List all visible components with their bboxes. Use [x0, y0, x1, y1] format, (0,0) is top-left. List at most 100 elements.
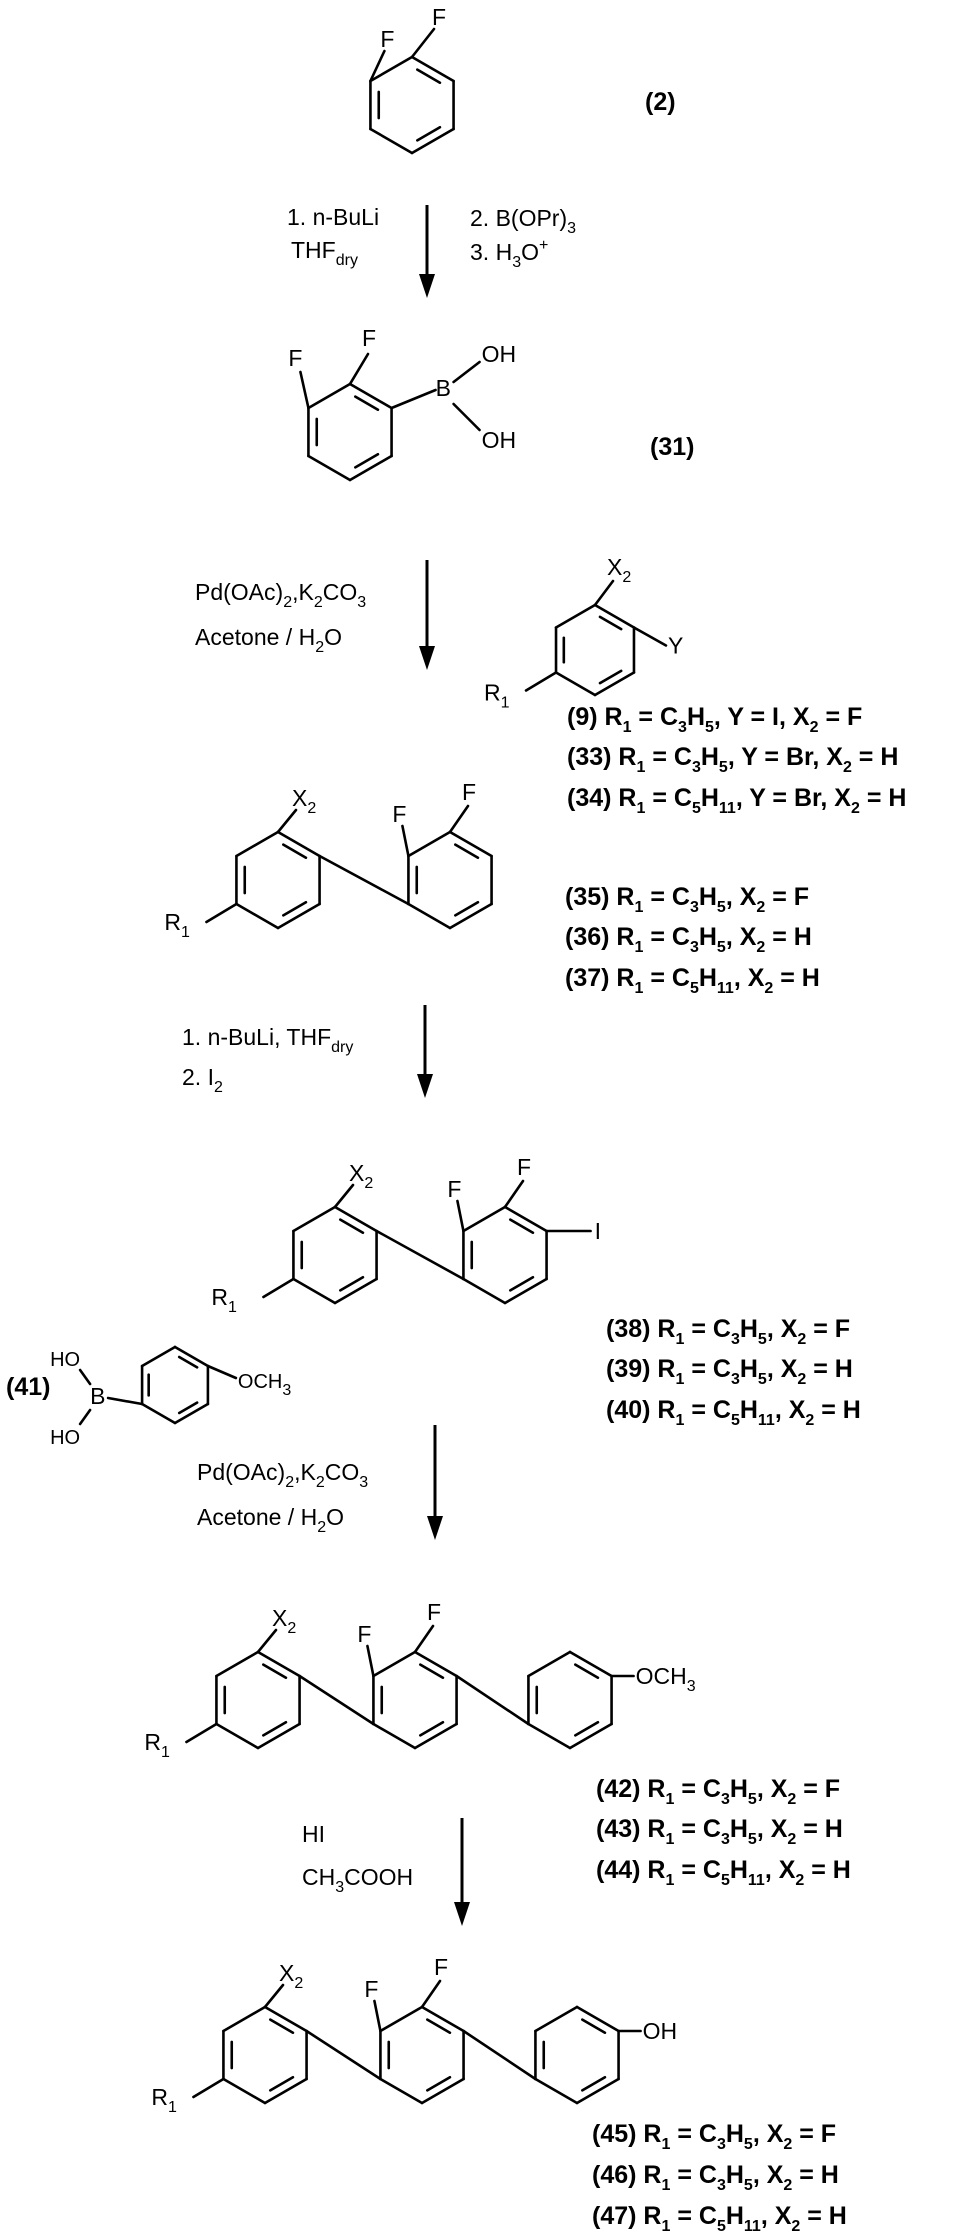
step5-acid: CH3​COOH	[302, 1864, 413, 1896]
step2-catalyst: Pd(OAc)2​,K2​CO3​	[195, 579, 366, 611]
methoxy-group: OCH3​	[636, 1663, 696, 1695]
r1-label: R1​	[151, 2084, 177, 2116]
c-x-bond	[593, 579, 615, 607]
hydroxyl-group: HO	[50, 1349, 80, 1371]
f-atom: F	[432, 4, 446, 30]
step5-reagent: HI	[302, 1821, 325, 1847]
ring-2-double-bond	[416, 68, 442, 85]
boron-atom: B	[436, 375, 451, 401]
f-atom: F	[380, 26, 394, 52]
biaryl-bond	[455, 1674, 530, 1726]
compound-label-31: (31)	[650, 433, 694, 461]
f-atom: F	[462, 779, 476, 805]
ring-31-bond	[348, 454, 393, 482]
ring-35-right-bond	[448, 830, 493, 858]
c-f-bond	[401, 824, 410, 858]
ring-aryl-halide-double-bond	[598, 669, 623, 685]
b-o-bond	[452, 402, 481, 432]
ring-45-left-double-bond	[269, 2018, 295, 2035]
ring-45-left-bond	[263, 2005, 308, 2033]
hydroxyl-group: HO	[50, 1427, 80, 1449]
c-f-bond	[299, 370, 310, 410]
ring-45-right-double-bond	[581, 2018, 607, 2035]
ring-31-double-bond	[354, 452, 380, 469]
ring-45-right-bond	[575, 2005, 620, 2033]
ring-aryl-halide-bond	[554, 603, 597, 629]
x2-label: X2​	[349, 1160, 373, 1192]
c-f-bond	[456, 1199, 465, 1233]
ring-42-left-double-bond	[262, 1663, 288, 1680]
ring-45-middle-bond	[379, 2005, 424, 2033]
ring-35-left-bond	[235, 830, 280, 858]
b-o-bond	[78, 1408, 92, 1426]
ring-41-double-bond	[177, 1401, 199, 1415]
ring-42-right-bond	[568, 1722, 613, 1750]
reaction-arrow-2-head	[419, 646, 435, 670]
f-atom: F	[434, 1954, 448, 1980]
ring-38-right-bond	[462, 1277, 507, 1305]
ring-2-bond	[369, 55, 414, 83]
ring-aryl-halide-bond	[593, 671, 636, 697]
ring-45-right-double-bond	[581, 2075, 607, 2092]
c-o-bond	[206, 1364, 238, 1380]
compound-label-39: (39) R1​ = C3​H5​, X2​ = H	[606, 1355, 853, 1388]
reaction-arrows	[417, 205, 470, 1926]
r1-label: R1​	[484, 680, 510, 712]
ring-2-bond	[410, 55, 455, 83]
x2-label: X2​	[272, 1605, 296, 1637]
reaction-arrow-3-head	[417, 1074, 433, 1098]
step1-quench: 3. H3​O+​	[470, 237, 548, 271]
compound-label-35: (35) R1​ = C3​H5​, X2​ = F	[565, 883, 809, 916]
boron-atom: B	[90, 1383, 105, 1409]
ring-45-right-bond	[575, 2077, 620, 2105]
biaryl-bond	[375, 1229, 465, 1281]
ring-38-right-bond	[503, 1277, 548, 1305]
b-o-bond	[452, 360, 481, 384]
c-f-bond	[420, 1979, 442, 2009]
ring-31-bond	[348, 382, 393, 410]
compound-label-36: (36) R1​ = C3​H5​, X2​ = H	[565, 923, 812, 956]
compound-label-38: (38) R1​ = C3​H5​, X2​ = F	[606, 1315, 850, 1348]
c-x-bond	[333, 1183, 355, 1209]
ring-31-bond	[307, 454, 352, 482]
b-o-bond	[78, 1368, 92, 1386]
ring-38-left-bond	[333, 1205, 378, 1233]
c-r-bond	[205, 902, 238, 924]
ring-41-bond	[140, 1402, 177, 1425]
ring-aryl-halide-double-bond	[598, 615, 623, 631]
f-atom: F	[364, 1976, 378, 2002]
biaryl-bond	[298, 1674, 375, 1726]
ring-42-left-bond	[256, 1650, 301, 1678]
ring-42-middle-bond	[372, 1650, 417, 1678]
ring-42-middle-bond	[413, 1650, 458, 1678]
ring-41-bond	[173, 1402, 210, 1425]
c-x-bond	[276, 808, 298, 834]
c-r-bond	[262, 1277, 295, 1299]
ring-35-left-bond	[276, 830, 321, 858]
x2-label: X2​	[607, 554, 631, 586]
ring-38-left-double-bond	[339, 1275, 365, 1292]
ring-35-right-double-bond	[454, 843, 480, 860]
compound-label-45: (45) R1​ = C3​H5​, X2​ = F	[592, 2120, 836, 2153]
ring-31-double-bond	[354, 395, 380, 412]
ring-45-left-bond	[222, 2077, 267, 2105]
ring-35-right-double-bond	[454, 900, 480, 917]
ring-45-left-double-bond	[269, 2075, 295, 2092]
methoxy-group: OCH3​	[238, 1371, 291, 1399]
ring-35-left-bond	[235, 902, 280, 930]
ring-45-middle-double-bond	[426, 2018, 452, 2035]
f-atom: F	[288, 345, 302, 371]
compound-label-34: (34) R1​ = C5​H11​, Y = Br, X2​ = H	[567, 784, 906, 817]
r1-label: R1​	[164, 909, 190, 941]
ring-45-middle-double-bond	[426, 2075, 452, 2092]
c-x-bond	[263, 1983, 285, 2009]
step4-catalyst: Pd(OAc)2​,K2​CO3​	[197, 1459, 368, 1491]
ring-38-right-bond	[462, 1205, 507, 1233]
c-f-bond	[413, 1624, 435, 1654]
ring-45-right-bond	[534, 2077, 579, 2105]
biaryl-bond	[305, 2029, 382, 2081]
step1-reagent: 2. B(OPr)3​	[470, 205, 576, 237]
structure-bonds	[78, 27, 668, 2105]
f-atom: F	[517, 1154, 531, 1180]
c-b-bond	[106, 1396, 144, 1406]
